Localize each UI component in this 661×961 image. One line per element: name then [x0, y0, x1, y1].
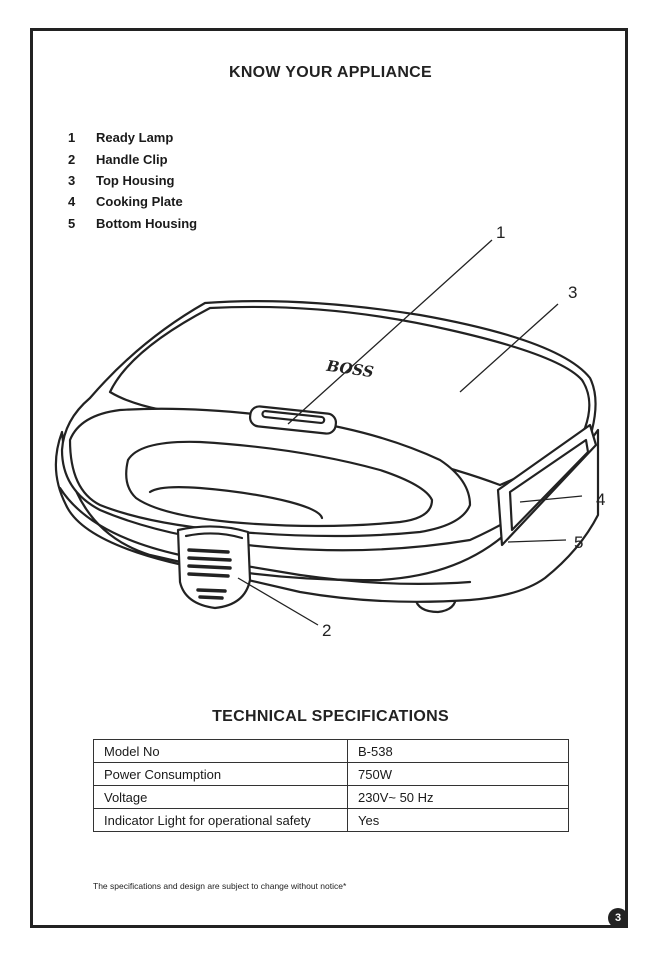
spec-value: Yes: [347, 808, 569, 832]
table-row: Indicator Light for operational safety Y…: [93, 808, 569, 832]
page-border: [30, 28, 628, 928]
bottom-housing-seam: [58, 486, 472, 585]
part-label: Top Housing: [96, 172, 175, 188]
list-item: 2 Handle Clip: [68, 148, 197, 169]
handle-clip-rib: [187, 548, 230, 554]
callout-4: 4: [596, 490, 605, 509]
list-item: 3 Top Housing: [68, 170, 197, 191]
leader-line-3: [459, 303, 559, 393]
handle-clip-top-edge: [184, 532, 244, 540]
side-plate-outer: [496, 423, 598, 547]
spec-label: Power Consumption: [93, 762, 348, 786]
callout-2: 2: [322, 621, 331, 640]
spec-value: B-538: [347, 739, 569, 763]
spec-label: Indicator Light for operational safety: [93, 808, 348, 832]
part-label: Handle Clip: [96, 151, 168, 167]
list-item: 1 Ready Lamp: [68, 127, 197, 148]
list-item: 5 Bottom Housing: [68, 213, 197, 234]
list-item: 4 Cooking Plate: [68, 191, 197, 212]
leader-line-5: [507, 539, 567, 543]
part-number: 2: [68, 151, 76, 167]
part-number: 1: [68, 130, 76, 146]
part-label: Bottom Housing: [96, 215, 198, 231]
spec-value: 750W: [347, 762, 569, 786]
leader-line-2: [237, 577, 319, 626]
page-number-badge: 3: [608, 908, 628, 928]
part-label: Ready Lamp: [96, 130, 174, 146]
top-housing-panel: [108, 305, 591, 487]
handle-clip-rib: [187, 564, 232, 570]
table-row: Voltage 230V~ 50 Hz: [93, 785, 569, 809]
table-row: Power Consumption 750W: [93, 762, 569, 786]
callout-5: 5: [574, 533, 583, 552]
cooking-plate-edge: [508, 438, 590, 532]
disclaimer-note: The specifications and design are subjec…: [93, 881, 347, 891]
handle-clip-rib: [187, 556, 232, 562]
callout-3: 3: [568, 283, 577, 302]
handle-recess-inner: [125, 440, 434, 528]
handle-clip-rib: [187, 572, 230, 578]
table-row: Model No B-538: [93, 739, 569, 763]
handle-groove: [148, 486, 324, 520]
callout-1: 1: [496, 223, 505, 242]
spec-label: Model No: [93, 739, 348, 763]
know-your-appliance-heading: KNOW YOUR APPLIANCE: [228, 64, 433, 81]
leader-line-1: [287, 239, 493, 425]
part-number: 5: [68, 215, 76, 231]
handle-clip-rib: [196, 588, 227, 593]
part-number: 4: [68, 194, 76, 210]
spec-label: Voltage: [93, 785, 348, 809]
parts-list: 1 Ready Lamp 2 Handle Clip 3 Top Housing 4 C…: [68, 127, 197, 234]
handle-clip-rib: [198, 595, 224, 600]
spec-value: 230V~ 50 Hz: [347, 785, 569, 809]
part-label: Cooking Plate: [96, 194, 183, 210]
sandwich-maker-diagram: BOSS 1 2 3 4 5: [54, 223, 605, 640]
leader-line-4: [519, 495, 583, 503]
part-number: 3: [68, 172, 76, 188]
technical-specifications-heading: TECHNICAL SPECIFICATIONS: [212, 708, 449, 725]
spec-table: Model No B-538 Power Consumption 750W Vo…: [93, 739, 569, 832]
